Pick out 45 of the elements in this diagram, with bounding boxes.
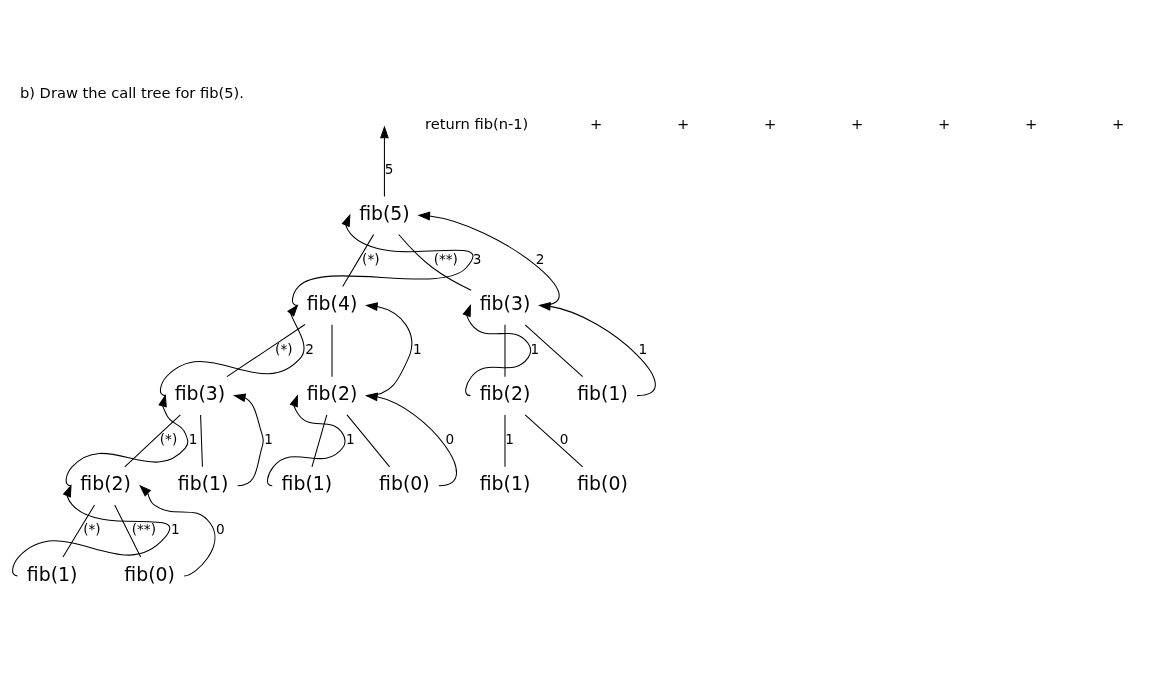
edge-label: 0 bbox=[559, 431, 569, 448]
edge-label: (*) bbox=[362, 250, 380, 267]
node-text: fib(2) bbox=[80, 472, 131, 495]
edge-label: 1 bbox=[413, 341, 422, 358]
node-text: fib(0) bbox=[379, 472, 430, 495]
node-text: fib(2) bbox=[479, 382, 531, 405]
node-text: fib(3) bbox=[479, 292, 531, 315]
node-text: fib(4) bbox=[306, 292, 358, 315]
node-text: fib(1) bbox=[26, 562, 78, 585]
node-text: fib(5) bbox=[359, 201, 410, 224]
label: + bbox=[1112, 115, 1125, 133]
node-text: fib(1) bbox=[479, 472, 531, 495]
edge-label: 0 bbox=[216, 521, 225, 538]
node-text: fib(1) bbox=[177, 472, 229, 495]
edge-label: (**) bbox=[433, 250, 458, 267]
label: return fib(n-1) bbox=[425, 115, 529, 133]
edge-label: 2 bbox=[305, 341, 314, 358]
label: + bbox=[851, 115, 864, 133]
edge-label: 1 bbox=[346, 431, 355, 448]
node-text: fib(0) bbox=[577, 472, 628, 495]
label: + bbox=[938, 115, 951, 133]
diagram-title: b) Draw the call tree for fib(5). bbox=[19, 84, 245, 102]
edge-label: 0 bbox=[445, 431, 455, 448]
node-text: fib(3) bbox=[174, 382, 226, 405]
edge-label: (*) bbox=[83, 521, 101, 538]
edge-label: 1 bbox=[638, 341, 648, 358]
edge-label: (**) bbox=[131, 521, 156, 538]
label: + bbox=[764, 115, 777, 133]
edge-label: 1 bbox=[505, 431, 515, 448]
node-text: fib(1) bbox=[577, 382, 628, 405]
edge-label: 1 bbox=[188, 431, 198, 448]
edge-label: 2 bbox=[535, 250, 545, 267]
node-text: fib(2) bbox=[306, 382, 358, 405]
edge-label: 1 bbox=[530, 341, 540, 358]
edge-label: (*) bbox=[275, 341, 293, 358]
edge-label: 1 bbox=[170, 521, 180, 538]
label: + bbox=[677, 115, 690, 133]
node-text: fib(1) bbox=[281, 472, 333, 495]
edge-label: 1 bbox=[264, 431, 273, 448]
label: + bbox=[590, 115, 603, 133]
edge-label: 5 bbox=[384, 160, 394, 177]
edge-label: (*) bbox=[159, 431, 178, 448]
edge-label: 3 bbox=[472, 250, 482, 267]
label: + bbox=[1025, 115, 1038, 133]
node-text: fib(0) bbox=[124, 562, 175, 585]
